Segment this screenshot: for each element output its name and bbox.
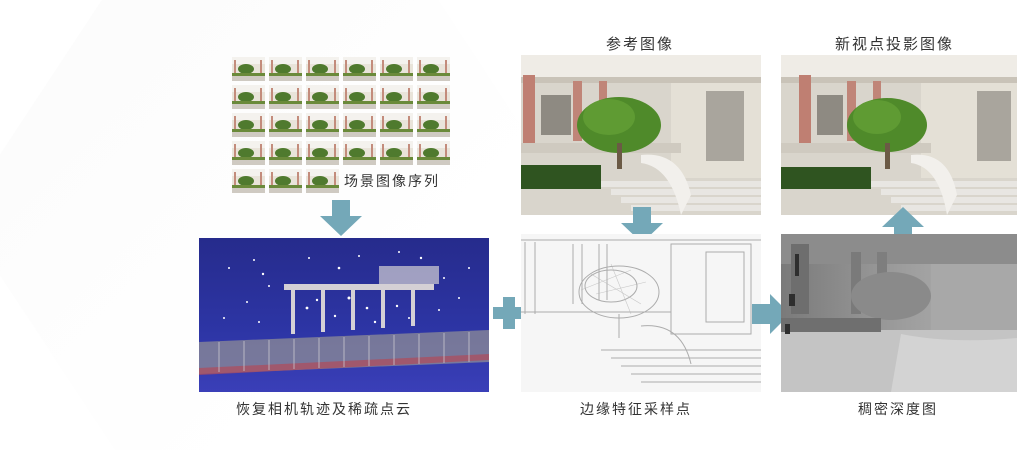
dense-depth-image	[781, 234, 1017, 392]
edge-sampling-image	[521, 234, 761, 392]
right-arrow-icon	[752, 292, 792, 336]
down-arrow-icon	[318, 200, 364, 238]
up-arrow-icon	[880, 205, 926, 243]
reference-image	[521, 55, 761, 215]
reference-image-label: 参考图像	[606, 35, 675, 53]
edge-sampling-label: 边缘特征采样点	[580, 402, 692, 418]
novel-view-image	[781, 55, 1017, 215]
scene-sequence-label: 场景图像序列	[344, 174, 440, 190]
dense-depth-label: 稠密深度图	[858, 402, 938, 418]
plus-sign-icon	[491, 295, 527, 331]
sparse-pointcloud-image	[199, 238, 489, 392]
camera-recovery-label: 恢复相机轨迹及稀疏点云	[236, 402, 412, 418]
down-arrow-icon	[619, 207, 665, 245]
novel-view-label: 新视点投影图像	[835, 35, 955, 53]
